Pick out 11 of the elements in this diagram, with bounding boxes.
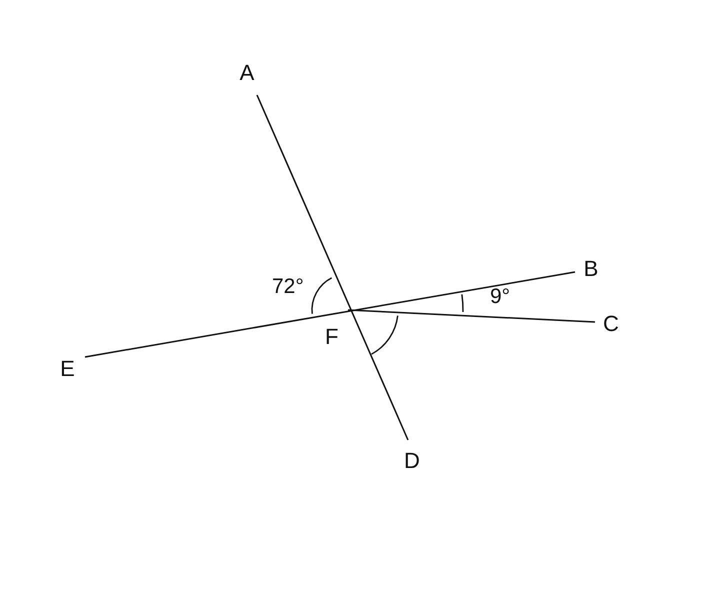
angle-label: 9° (490, 286, 510, 307)
point-label: F (325, 310, 348, 348)
point-label: E (50, 356, 85, 382)
point-label: D (398, 440, 426, 472)
point-label: C (595, 311, 627, 337)
point-label: A (232, 62, 262, 95)
point-label: B (575, 256, 607, 282)
line-segment (84, 271, 576, 358)
angle-label: 72° (272, 276, 304, 297)
line-segment (256, 94, 409, 440)
line-segment (348, 309, 596, 323)
